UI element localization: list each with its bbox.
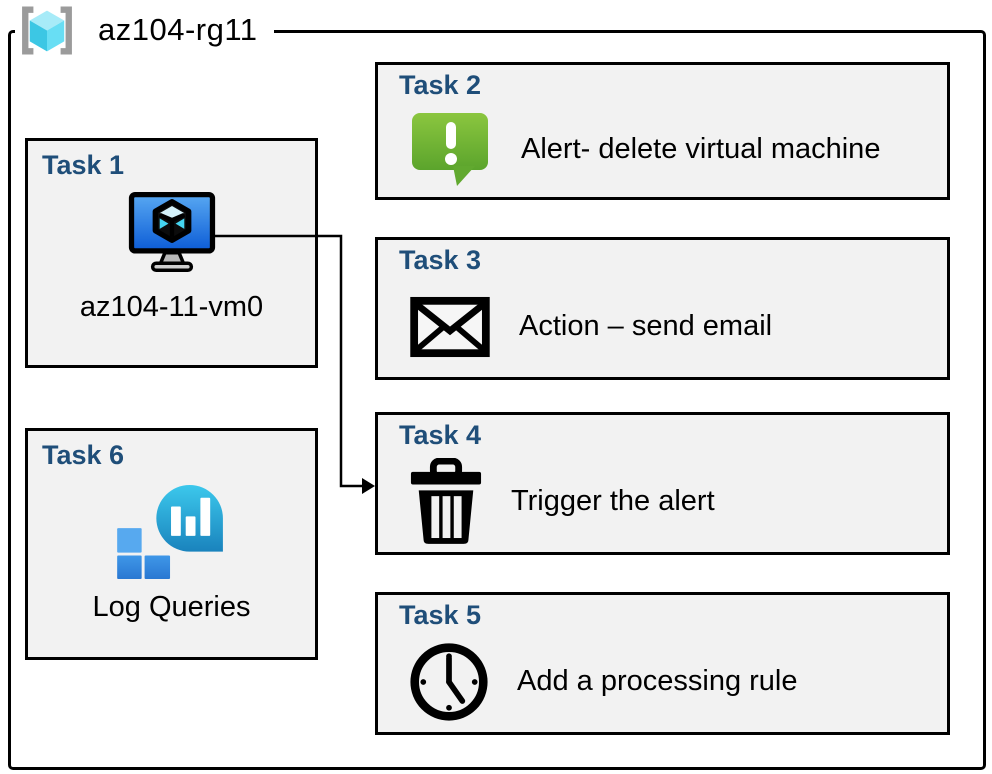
task-5-header: Task 5 — [399, 600, 482, 630]
task-4-box: Task 4 Trigger the alert — [375, 412, 950, 555]
alert-message-icon — [409, 108, 493, 190]
resource-group-header: az104-rg11 — [15, 1, 274, 59]
trash-can-icon — [409, 457, 483, 546]
task-1-label: az104-11-vm0 — [79, 290, 264, 323]
virtual-machine-icon — [128, 191, 216, 273]
resource-group-icon — [18, 4, 76, 57]
task-6-label: Log Queries — [92, 590, 251, 623]
task-6-header: Task 6 — [42, 440, 125, 470]
task-3-header: Task 3 — [399, 245, 482, 275]
task-3-label: Action – send email — [519, 310, 773, 342]
task-5-label: Add a processing rule — [517, 665, 798, 697]
clock-icon — [409, 642, 489, 722]
resource-group-frame — [8, 30, 986, 770]
task-4-label: Trigger the alert — [511, 485, 715, 517]
task-2-box: Task 2 Alert- delete virtual machine — [375, 62, 950, 200]
log-queries-icon — [113, 484, 231, 579]
task-6-box: Task 6 Log Queries — [25, 428, 318, 660]
task-2-label: Alert- delete virtual machine — [521, 132, 881, 165]
task-1-header: Task 1 — [42, 150, 125, 180]
task-1-box: Task 1 az104-11-vm0 — [25, 138, 318, 368]
email-envelope-icon — [409, 296, 491, 358]
resource-group-title: az104-rg11 — [98, 12, 258, 47]
task-4-header: Task 4 — [399, 420, 482, 450]
task-2-header: Task 2 — [399, 70, 482, 100]
task-3-box: Task 3 Action – send email — [375, 237, 950, 380]
task-5-box: Task 5 Add a processing rule — [375, 592, 950, 735]
